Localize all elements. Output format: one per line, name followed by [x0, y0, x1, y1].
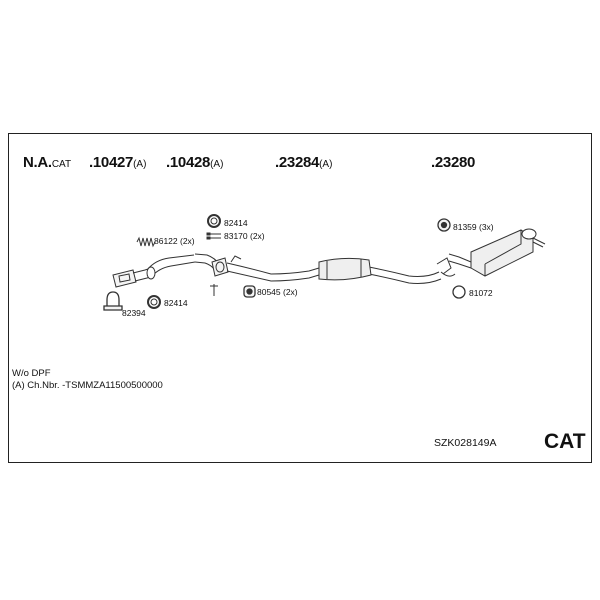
spring-86122-icon — [136, 236, 156, 248]
ring-82414-bottom-icon — [147, 295, 161, 309]
part-label-80545: 80545 (2x) — [257, 287, 298, 297]
variant-10428: .10428(A) — [166, 154, 224, 171]
variant-23284: .23284(A) — [275, 154, 333, 171]
catalyst-type: CAT — [544, 430, 586, 453]
hanger-bracket — [436, 257, 456, 277]
part-label-83170: 83170 (2x) — [224, 231, 265, 241]
variant-10427: .10427(A) — [89, 154, 147, 171]
diagram-frame: N.A.CAT .10427(A) .10428(A) .23284(A) .2… — [8, 133, 592, 463]
exhaust-system-diagram — [103, 214, 546, 311]
variant-na-cat: N.A.CAT — [23, 154, 72, 171]
note-chassis-number: (A) Ch.Nbr. -TSMMZA11500500000 — [12, 380, 163, 391]
part-label-82414-bottom: 82414 — [164, 298, 188, 308]
front-pipe-flange — [112, 269, 137, 288]
middle-silencer — [318, 257, 372, 281]
ring-82414-top-icon — [207, 214, 221, 228]
rear-pipe — [448, 253, 472, 269]
clamp-82394-icon — [103, 291, 123, 311]
part-label-86122: 86122 (2x) — [154, 236, 195, 246]
bolt-icon — [210, 284, 218, 296]
part-label-81072: 81072 — [469, 288, 493, 298]
rear-silencer — [470, 228, 546, 277]
pipe-connector-flange — [211, 257, 229, 277]
part-label-82394: 82394 — [122, 308, 146, 318]
part-label-82414-top: 82414 — [224, 218, 248, 228]
kit-code: SZK028149A — [434, 437, 497, 449]
screw-83170-icon — [206, 232, 221, 240]
rubber-mount-81359-icon — [437, 218, 451, 232]
part-label-81359: 81359 (3x) — [453, 222, 494, 232]
center-pipe — [226, 255, 442, 284]
variant-23280: .23280 — [431, 154, 476, 171]
front-pipe — [132, 253, 220, 282]
rubber-mount-80545-icon — [243, 285, 256, 298]
note-no-dpf: W/o DPF — [12, 368, 51, 379]
ring-81072-icon — [452, 285, 466, 299]
